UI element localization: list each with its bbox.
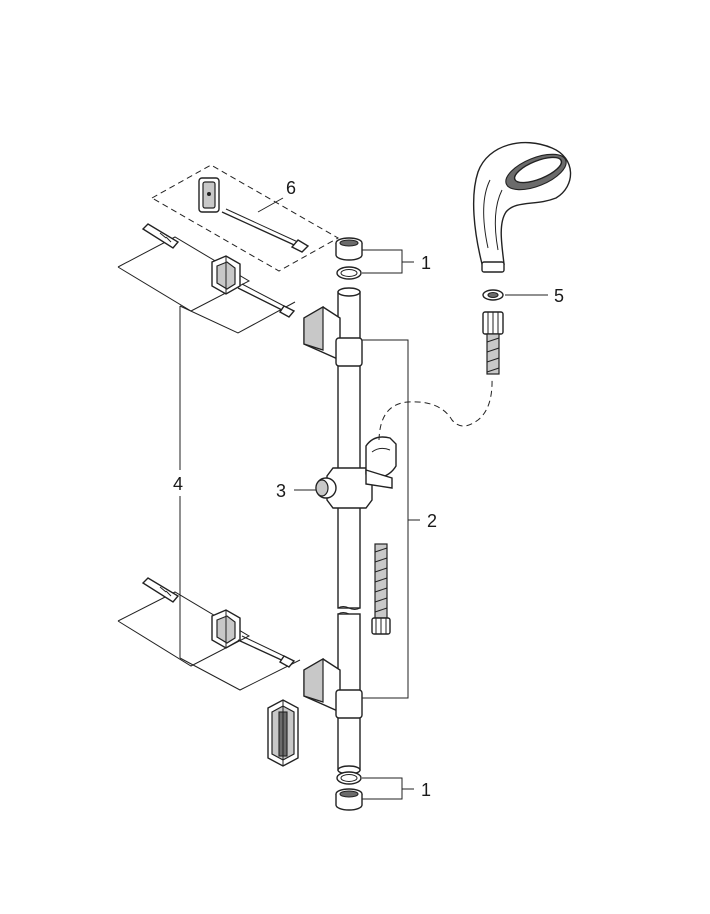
lower-assembly-plane [117,591,251,667]
lower-wall-plug [141,577,180,603]
upper-bracket-screw [237,283,296,318]
upper-assembly-plane [117,236,251,312]
cover-kit-dashed-frame [150,164,340,272]
cover-cap [198,177,220,213]
wall-bracket-kit-group [117,223,301,767]
callout-number-6: 6 [286,178,296,198]
callout-number-1-top: 1 [421,253,431,273]
hand-shower [472,141,572,273]
hose-dashed-path [378,377,493,441]
lower-bracket-clip [211,609,241,649]
callout-leader-6 [257,197,284,213]
callout-number-4: 4 [173,474,183,494]
callout-bracket-1-bottom [362,777,403,800]
upper-assembly-plane-2 [179,301,296,334]
callout-bracket-1-top [362,249,403,274]
callout-number-3: 3 [276,481,286,501]
bracket-spacer-block [267,699,299,767]
cover-screw [221,208,310,253]
slider-unit [315,436,397,509]
top-end-cap [335,237,363,280]
shower-rail [303,287,363,775]
upper-rail-holder [303,305,363,367]
hose-upper-fitting [482,311,504,375]
hose-lower-fitting [371,543,391,635]
callout-number-1-bottom: 1 [421,780,431,800]
upper-wall-plug [141,223,180,249]
cover-kit-group [150,164,340,272]
lower-rail-holder [303,657,363,719]
washer [482,289,504,301]
upper-bracket-clip [211,255,241,295]
callout-number-2: 2 [427,511,437,531]
lower-assembly-plane-2 [179,657,301,691]
bottom-end-cap [335,771,363,811]
callout-number-5: 5 [554,286,564,306]
callout-bracket-2 [362,339,409,699]
lower-bracket-screw [237,635,296,668]
